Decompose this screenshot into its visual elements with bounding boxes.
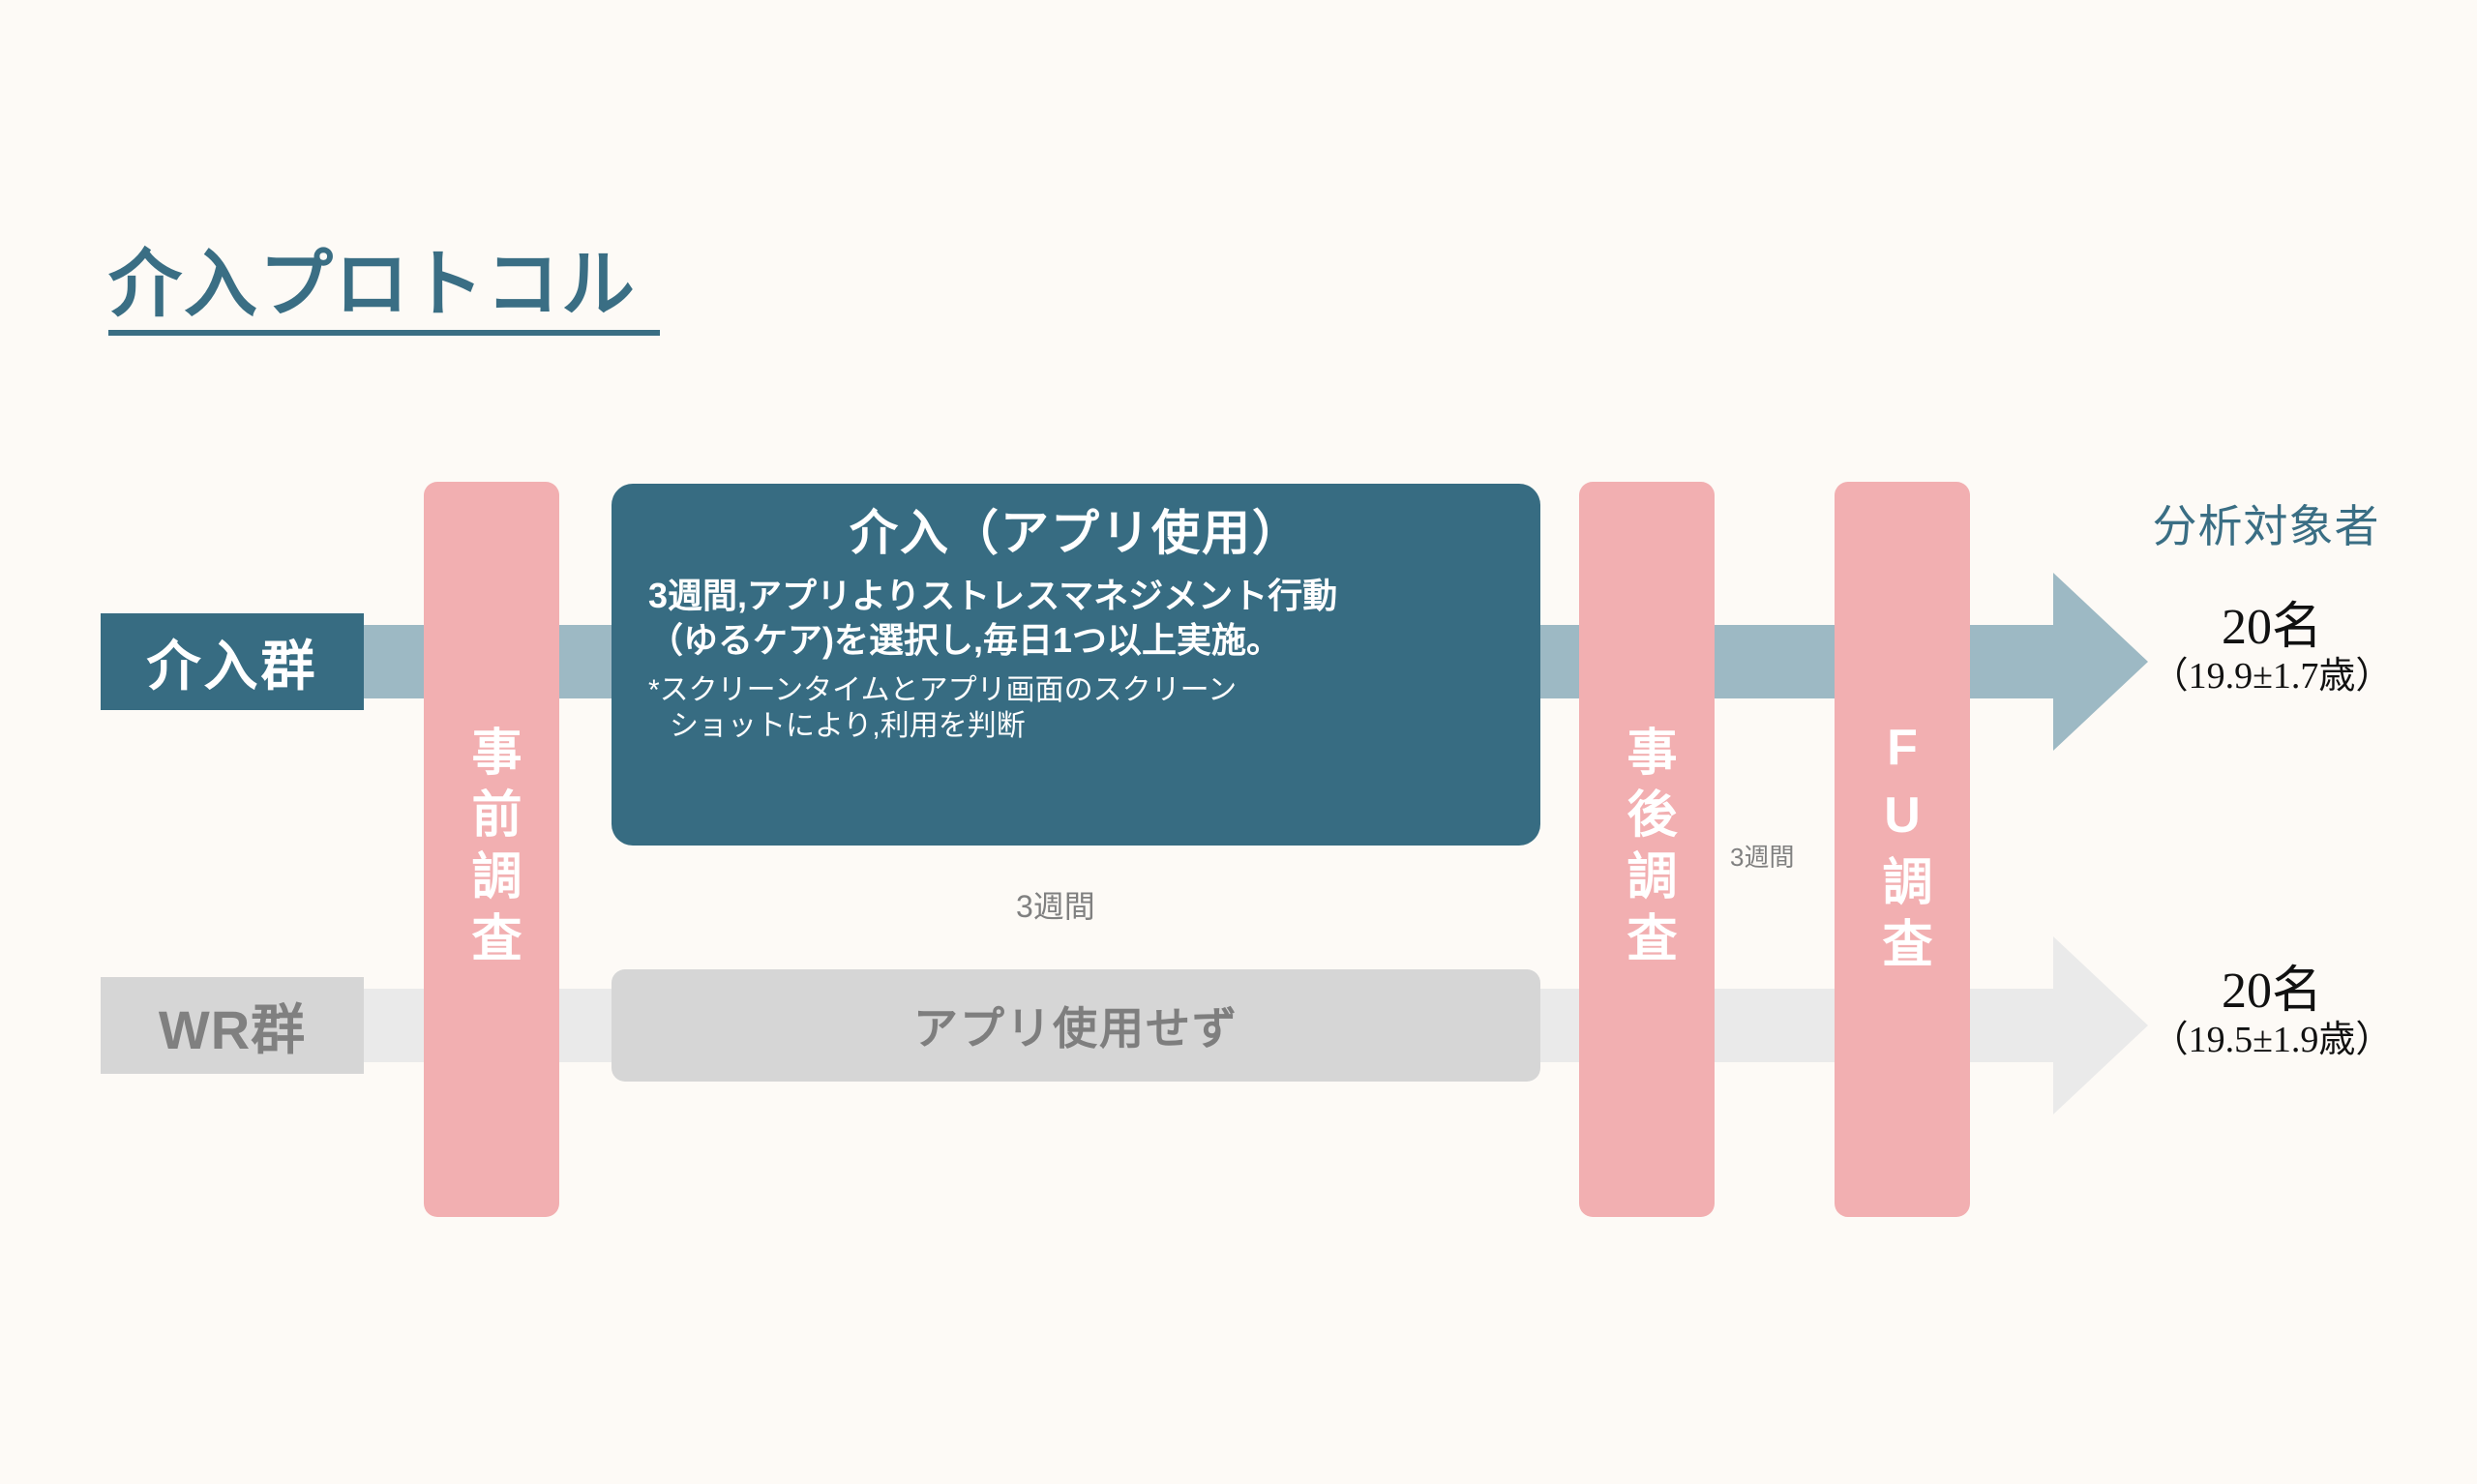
survey-bar-pre: 事前調査 xyxy=(424,482,559,1217)
duration-label-main: 3週間 xyxy=(1016,889,1095,924)
intervention-note-line-1: *スクリーンタイムとアプリ画面のスクリーン xyxy=(648,674,1238,707)
group-label-wr: WR群 xyxy=(101,977,364,1074)
survey-label-post: 事後調査 xyxy=(1619,726,1675,973)
intervention-box-body: 3週間,アプリよりストレスマネジメント行動 （ゆるケア)を選択し,毎日1つ以上実… xyxy=(648,574,1504,663)
intervention-box-note: *スクリーンタイムとアプリ画面のスクリーン ショットにより,利用を判断 xyxy=(648,672,1504,744)
arrow-right-icon-wr xyxy=(2053,936,2148,1114)
results-heading: 分析対象者 xyxy=(2152,501,2380,551)
survey-bar-fu: FU調査 xyxy=(1835,482,1970,1217)
page-title: 介入プロトコル xyxy=(108,244,637,326)
intervention-body-line-1: 3週間,アプリよりストレスマネジメント行動 xyxy=(648,576,1338,615)
result-age-intervention: （19.9±1.7歳） xyxy=(2151,655,2393,697)
duration-label-followup: 3週間 xyxy=(1730,843,1795,872)
result-block-wr: 20名 （19.5±1.9歳） xyxy=(2078,965,2465,1060)
result-block-intervention: 20名 （19.9±1.7歳） xyxy=(2078,600,2465,697)
result-count-intervention: 20名 xyxy=(2221,600,2322,655)
intervention-note-line-2: ショットにより,利用を判断 xyxy=(670,710,1026,743)
arrow-right-icon-intervention xyxy=(2053,573,2148,751)
title-underline xyxy=(108,329,660,336)
intervention-detail-box: 介入（アプリ使用） 3週間,アプリよりストレスマネジメント行動 （ゆるケア)を選… xyxy=(612,484,1540,846)
survey-label-pre: 事前調査 xyxy=(463,726,520,973)
group-label-intervention: 介入群 xyxy=(101,613,364,710)
result-age-wr: （19.5±1.9歳） xyxy=(2151,1019,2393,1060)
title-container: 介入プロトコル xyxy=(108,247,689,336)
wr-detail-box: アプリ使用せず xyxy=(612,969,1540,1082)
result-count-wr: 20名 xyxy=(2221,964,2322,1019)
intervention-box-title: 介入（アプリ使用） xyxy=(850,506,1302,560)
survey-label-fu: FU調査 xyxy=(1874,720,1930,979)
survey-bar-post: 事後調査 xyxy=(1579,482,1715,1217)
intervention-body-line-2: （ゆるケア)を選択し,毎日1つ以上実施。 xyxy=(648,620,1282,661)
